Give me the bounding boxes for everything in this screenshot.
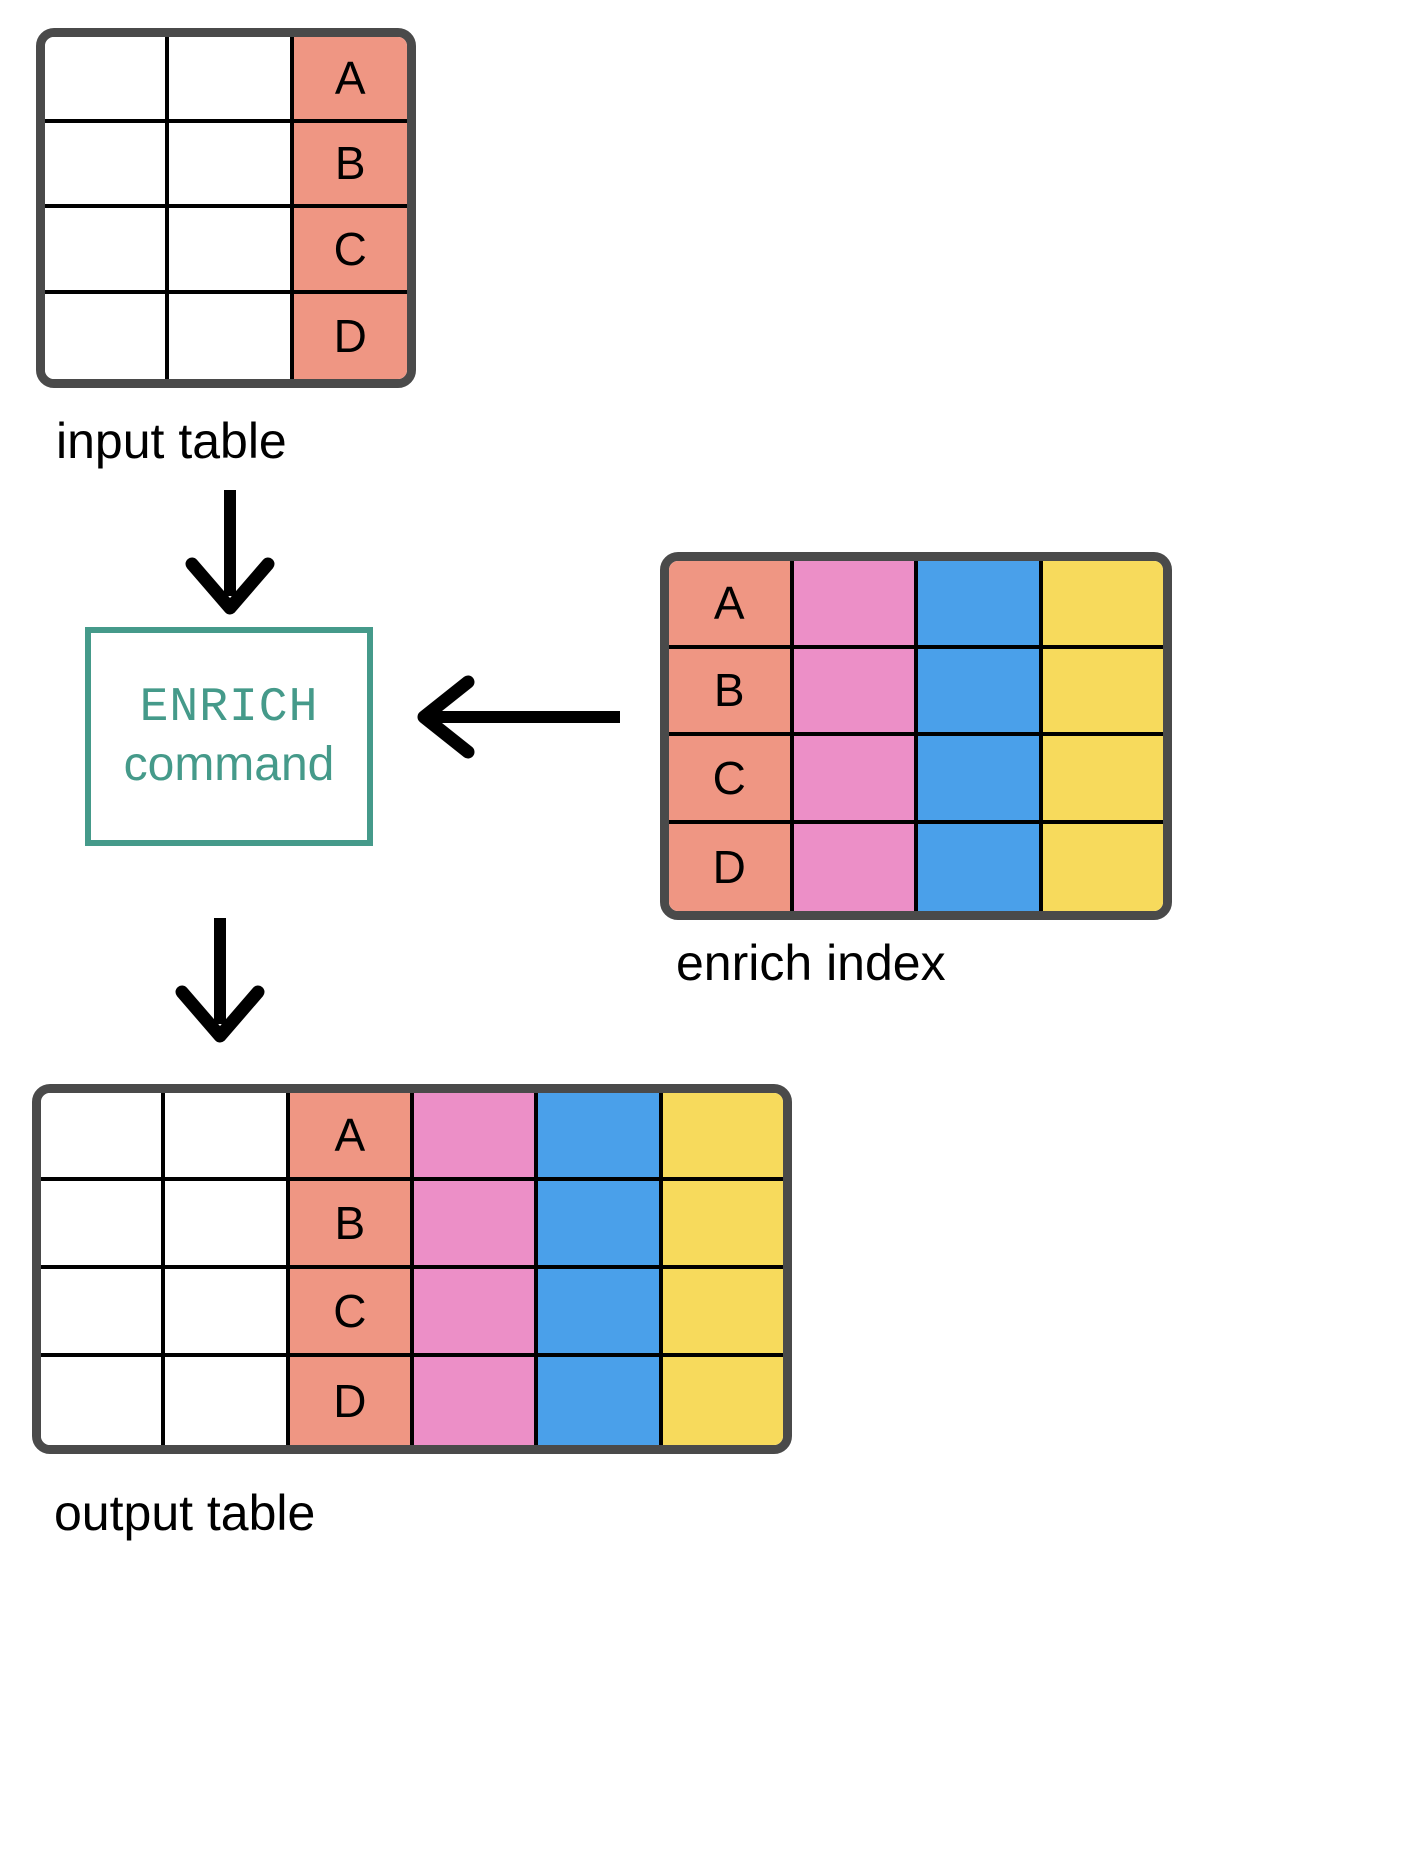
output_table-cell (413, 1357, 539, 1445)
output_table-cell (538, 1181, 663, 1269)
enrich_index-row: B (669, 648, 1163, 736)
enrich-command-line-1: ENRICH (139, 680, 319, 735)
input_table-cell (169, 208, 294, 294)
enrich_index-cell (793, 561, 918, 649)
output_table-cell: B (289, 1181, 414, 1269)
output_table-cell (165, 1269, 290, 1357)
enrich_index-cell (918, 823, 1043, 911)
enrich-index-caption: enrich index (676, 935, 946, 991)
output_table-cell (413, 1093, 539, 1181)
enrich_index-cell (1042, 736, 1163, 824)
enrich_index-cell: D (669, 823, 794, 911)
input_table-cell: B (293, 122, 407, 208)
enrich_index-cell (1042, 648, 1163, 736)
enrich_index-cell: C (669, 736, 794, 824)
enrich_index-cell (793, 823, 918, 911)
output_table-row: B (41, 1181, 783, 1269)
output_table-cell (538, 1357, 663, 1445)
output_table-cell (165, 1181, 290, 1269)
enrich_index-cell (793, 648, 918, 736)
input_table-row: D (45, 293, 407, 379)
input_table-cell (45, 208, 170, 294)
input_table-cell: A (293, 37, 407, 123)
enrich_index-cell (1042, 561, 1163, 649)
output_table-cell: D (289, 1357, 414, 1445)
enrich_index-cell (918, 736, 1043, 824)
enrich_index-cell (1042, 823, 1163, 911)
input_table-cell: C (293, 208, 407, 294)
output_table-cell (662, 1093, 783, 1181)
output_table-cell (538, 1269, 663, 1357)
output_table-cell (538, 1093, 663, 1181)
output_table-cell (662, 1269, 783, 1357)
arrow-down-icon-command-to-output (160, 918, 280, 1043)
enrich_index-cell (918, 648, 1043, 736)
enrich_index-cell (793, 736, 918, 824)
enrich_index-cell (918, 561, 1043, 649)
output_table-row: D (41, 1357, 783, 1445)
output_table-row: A (41, 1093, 783, 1181)
input_table-cell (169, 122, 294, 208)
output_table-cell (41, 1093, 166, 1181)
enrich-command-box[interactable]: ENRICH command (85, 627, 373, 846)
output-table-caption: output table (54, 1485, 316, 1541)
input_table-row: C (45, 208, 407, 294)
output_table-cell (662, 1357, 783, 1445)
enrich_index-row: A (669, 561, 1163, 649)
output_table-cell: A (289, 1093, 414, 1181)
output_table-cell (413, 1181, 539, 1269)
input_table-cell (169, 37, 294, 123)
input_table-cell (45, 293, 170, 379)
output_table-cell (662, 1181, 783, 1269)
output_table-cell (165, 1093, 290, 1181)
enrich-command-line-2: command (123, 737, 335, 791)
input_table-cell (45, 37, 170, 123)
output_table-cell (413, 1269, 539, 1357)
output_table-cell (41, 1181, 166, 1269)
output_table-cell: C (289, 1269, 414, 1357)
input_table-row: B (45, 122, 407, 208)
output_table-cell (41, 1357, 166, 1445)
arrow-left-icon-enrich-index-to-command (410, 672, 620, 762)
output_table-cell (165, 1357, 290, 1445)
enrich_index-row: D (669, 823, 1163, 911)
input_table-cell (169, 293, 294, 379)
input_table-cell: D (293, 293, 407, 379)
enrich_index-row: C (669, 736, 1163, 824)
input_table-row: A (45, 37, 407, 123)
enrich_index-cell: A (669, 561, 794, 649)
input-table-caption: input table (56, 413, 287, 469)
output_table-row: C (41, 1269, 783, 1357)
output_table-cell (41, 1269, 166, 1357)
input_table-cell (45, 122, 170, 208)
arrow-down-icon-input-to-command (170, 490, 290, 615)
enrich_index-cell: B (669, 648, 794, 736)
